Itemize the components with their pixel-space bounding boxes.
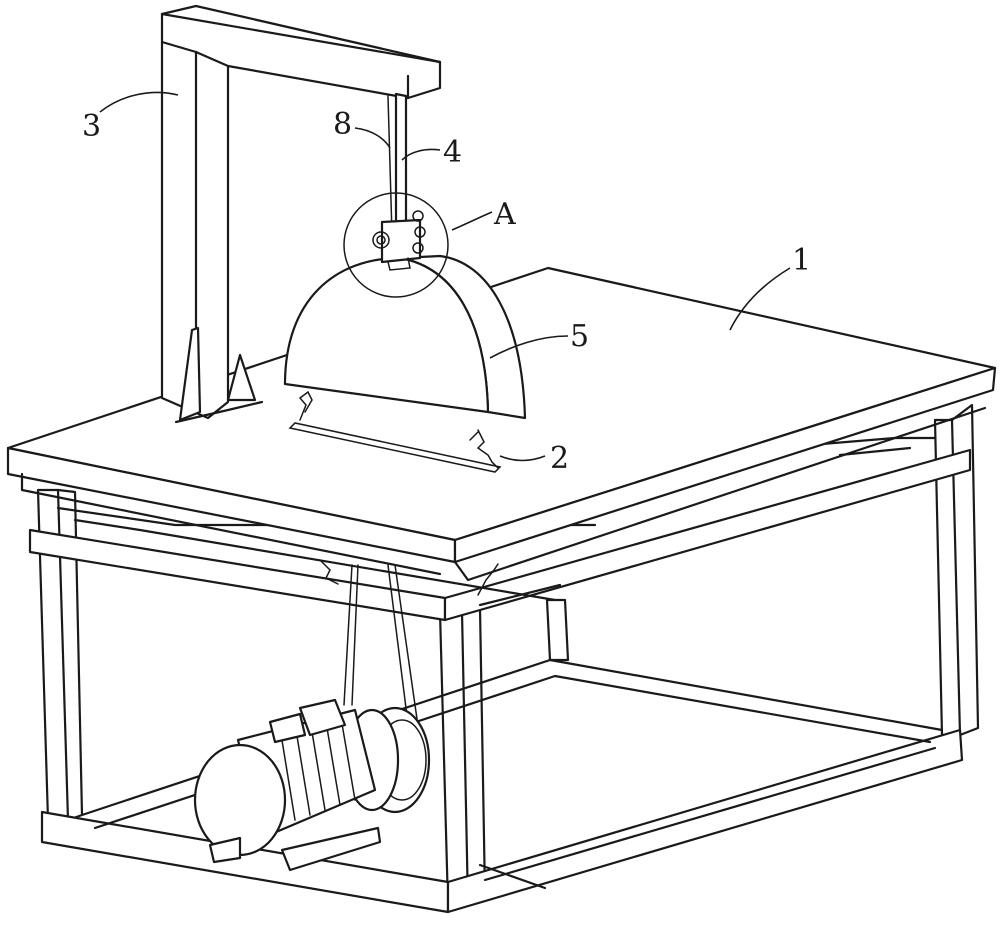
- motor: [193, 698, 431, 872]
- callout-blade-guard: 5: [570, 319, 589, 354]
- saw-blade: [298, 390, 499, 596]
- callout-hanging-rod: 4: [443, 135, 462, 170]
- callout-frame-table: 1: [792, 243, 811, 278]
- callout-gantry-column: 3: [82, 109, 101, 144]
- leader-lines: [99, 91, 791, 462]
- gantry: [160, 4, 442, 424]
- lower-frame: [28, 403, 980, 914]
- blade-guard: [283, 254, 527, 420]
- callout-labels: 1 2 3 4 5 8 A: [82, 107, 811, 476]
- detail-a-circle: [343, 192, 449, 298]
- callout-saw-blade: 2: [550, 441, 569, 476]
- hanging-rod-assembly: [343, 92, 449, 298]
- callout-detail-a: A: [493, 197, 516, 232]
- callout-rope: 8: [333, 107, 352, 142]
